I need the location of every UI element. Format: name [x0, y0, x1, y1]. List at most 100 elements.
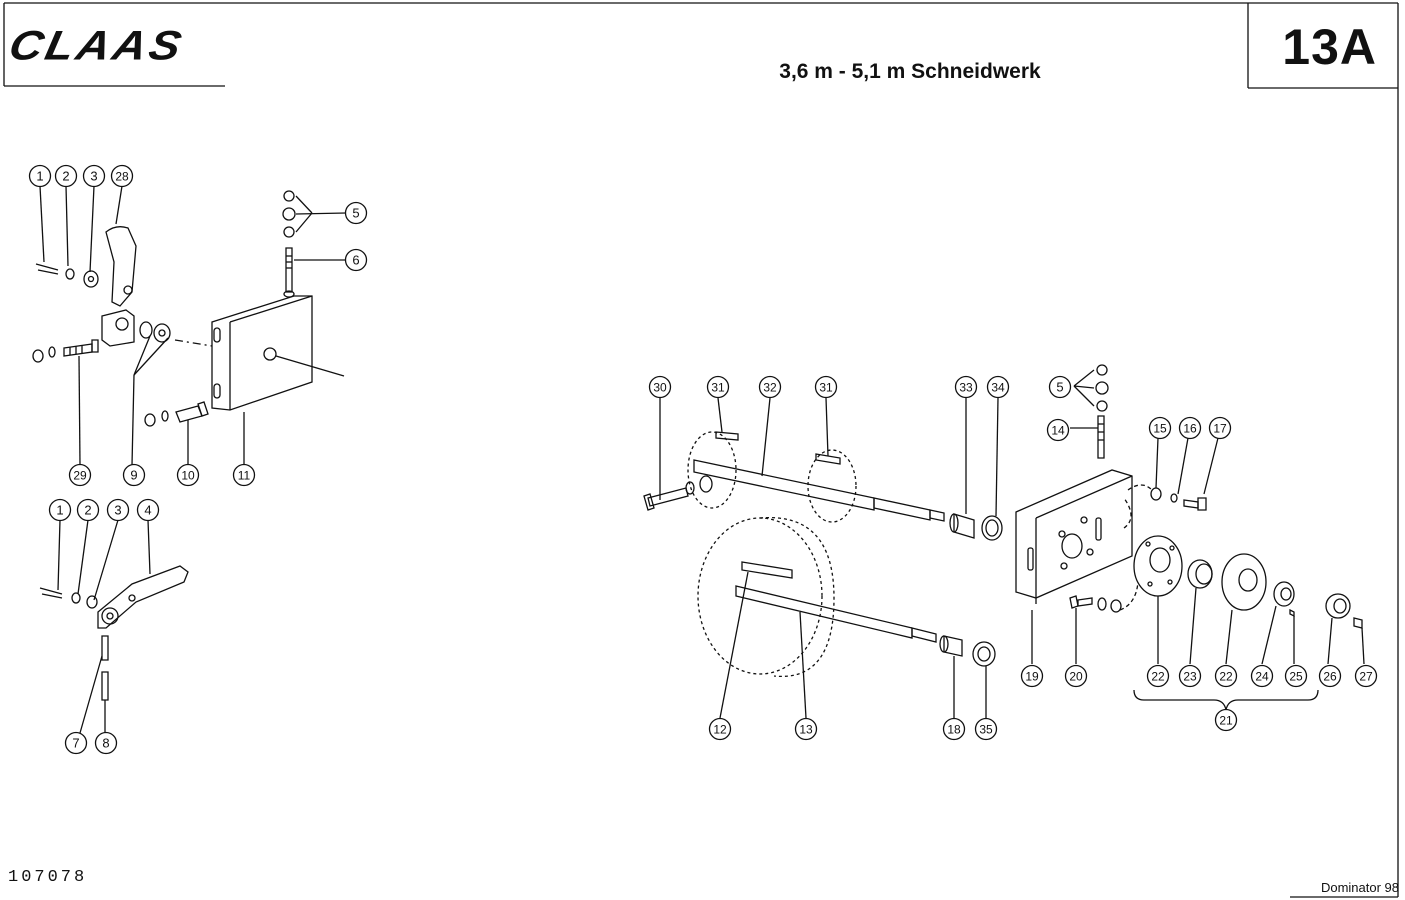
callout-circle [122, 463, 146, 487]
callout-label: 18 [947, 723, 961, 737]
callout-circle [758, 375, 782, 399]
callout-label: 23 [1183, 670, 1197, 684]
drawing-number: 107078 [8, 868, 88, 887]
callout-24: 24 [1250, 664, 1274, 688]
callout-33: 33 [954, 375, 978, 399]
callout-circle [1148, 416, 1172, 440]
callout-circle [1284, 664, 1308, 688]
callout-label: 3 [90, 169, 97, 184]
callout-label: 4 [144, 503, 151, 518]
callout-4: 4 [136, 498, 160, 522]
callout-9: 9 [122, 463, 146, 487]
callout-label: 24 [1255, 670, 1269, 684]
callout-label: 22 [1151, 670, 1165, 684]
callout-circle [82, 164, 106, 188]
lever-assembly-bottom [39, 519, 189, 741]
callout-circle [1318, 664, 1342, 688]
callout-label: 13 [799, 723, 813, 737]
callout-label: 6 [352, 253, 359, 268]
callout-circle [110, 164, 134, 188]
lever-assembly-top [32, 185, 347, 466]
callout-circle [106, 498, 130, 522]
callout-label: 2 [62, 169, 69, 184]
callout-circle [28, 164, 52, 188]
callout-16: 16 [1178, 416, 1202, 440]
callout-label: 25 [1289, 670, 1303, 684]
callout-label: 27 [1359, 670, 1373, 684]
callout-circle [1064, 664, 1088, 688]
callout-circle [1354, 664, 1378, 688]
callout-circle [1250, 664, 1274, 688]
callout-label: 11 [238, 469, 251, 483]
callout-label: 19 [1025, 670, 1039, 684]
callout-circle [1214, 664, 1238, 688]
callout-10: 10 [176, 463, 200, 487]
callout-30: 30 [648, 375, 672, 399]
page-title: 3,6 m - 5,1 m Schneidwerk [779, 60, 1041, 83]
callout-circle [986, 375, 1010, 399]
callout-label: 5 [1056, 380, 1063, 395]
callout-label: 3 [114, 503, 121, 518]
callout-22: 22 [1214, 664, 1238, 688]
callout-6: 6 [344, 248, 368, 272]
callout-label: 12 [713, 723, 727, 737]
callout-28: 28 [110, 164, 134, 188]
callout-label: 31 [819, 381, 833, 395]
callout-3: 3 [82, 164, 106, 188]
callout-circle [1146, 664, 1170, 688]
callout-circle [344, 201, 368, 225]
callout-circle [94, 731, 118, 755]
callout-20: 20 [1064, 664, 1088, 688]
callout-label: 14 [1051, 424, 1065, 438]
callout-29: 29 [68, 463, 92, 487]
callout-circle [708, 717, 732, 741]
callout-circle [942, 717, 966, 741]
callout-label: 33 [959, 381, 973, 395]
callout-22: 22 [1146, 664, 1170, 688]
callout-circle [54, 164, 78, 188]
callout-circle [1208, 416, 1232, 440]
callout-label: 8 [102, 736, 109, 751]
callout-label: 16 [1183, 422, 1197, 436]
bearing-housing-assembly [1015, 364, 1365, 711]
callout-circle [344, 248, 368, 272]
callout-label: 10 [181, 469, 195, 483]
callout-19: 19 [1020, 664, 1044, 688]
callout-circle [794, 717, 818, 741]
callout-label: 30 [653, 381, 667, 395]
callout-label: 17 [1213, 422, 1227, 436]
callout-label: 7 [72, 736, 79, 751]
callout-circle [232, 463, 256, 487]
callout-circle [648, 375, 672, 399]
callout-label: 2 [84, 503, 91, 518]
shaft-assembly-lower [697, 516, 996, 719]
callout-11: 11 [232, 463, 256, 487]
callout-17: 17 [1208, 416, 1232, 440]
callout-circle [1178, 416, 1202, 440]
callout-circle [1020, 664, 1044, 688]
callout-3: 3 [106, 498, 130, 522]
callout-circle [814, 375, 838, 399]
callout-label: 1 [36, 169, 43, 184]
callout-2: 2 [54, 164, 78, 188]
callout-1: 1 [48, 498, 72, 522]
callout-label: 5 [352, 206, 359, 221]
callout-circle [1046, 418, 1070, 442]
callout-label: 15 [1153, 422, 1167, 436]
callout-label: 9 [130, 468, 137, 483]
callout-label: 20 [1069, 670, 1083, 684]
page-border [3, 2, 1399, 898]
callout-23: 23 [1178, 664, 1202, 688]
callout-label: 21 [1219, 714, 1233, 728]
callout-circle [76, 498, 100, 522]
shaft-assembly-upper [643, 397, 1003, 541]
callout-label: 29 [73, 469, 87, 483]
callout-8: 8 [94, 731, 118, 755]
callout-label: 28 [115, 170, 129, 184]
callout-circle [974, 717, 998, 741]
callout-2: 2 [76, 498, 100, 522]
callout-circle [706, 375, 730, 399]
